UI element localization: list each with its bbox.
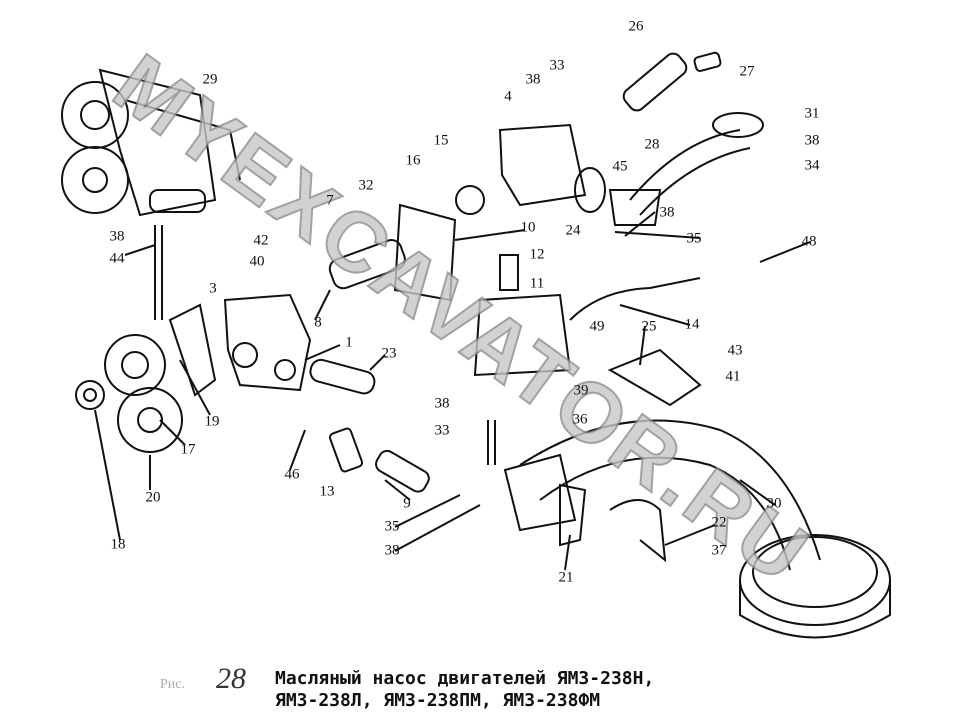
caption-line-2: ЯМЗ-238Л, ЯМЗ-238ПМ, ЯМЗ-238ФМ xyxy=(275,690,601,711)
part-label: 35 xyxy=(384,518,400,535)
part-label: 21 xyxy=(558,569,574,586)
part-label: 41 xyxy=(725,368,741,385)
drive-gears xyxy=(61,68,241,217)
part-label: 45 xyxy=(612,158,628,175)
part-label: 17 xyxy=(180,441,196,458)
part-label: 32 xyxy=(358,177,374,194)
part-label: 38 xyxy=(384,542,400,559)
caption-line-1: Масляный насос двигателей ЯМЗ-238Н, xyxy=(275,668,655,689)
part-label: 8 xyxy=(314,314,322,331)
part-label: 44 xyxy=(109,250,125,267)
part-label: 38 xyxy=(525,71,541,88)
part-label: 28 xyxy=(644,136,660,153)
part-label: 27 xyxy=(739,63,755,80)
part-label: 42 xyxy=(253,232,269,249)
part-label: 23 xyxy=(381,345,397,362)
part-label: 12 xyxy=(529,246,545,263)
part-label: 38 xyxy=(804,132,820,149)
part-label: 14 xyxy=(684,316,700,333)
part-label: 3 xyxy=(209,280,217,297)
part-label: 31 xyxy=(804,105,820,122)
caption-prefix: Рис. xyxy=(160,677,185,692)
part-label: 36 xyxy=(572,411,588,428)
part-label: 10 xyxy=(520,219,536,236)
part-label: 30 xyxy=(766,495,782,512)
figure-number: 28 xyxy=(216,662,246,695)
part-label: 9 xyxy=(403,495,411,512)
part-label: 16 xyxy=(405,152,421,169)
part-label: 46 xyxy=(284,466,300,483)
part-label: 20 xyxy=(145,489,161,506)
part-label: 38 xyxy=(434,395,450,412)
part-label: 7 xyxy=(326,192,334,209)
part-label: 33 xyxy=(549,57,565,74)
part-label: 38 xyxy=(109,228,125,245)
part-label: 49 xyxy=(589,318,605,335)
part-label: 11 xyxy=(529,275,545,292)
part-label: 13 xyxy=(319,483,335,500)
part-label: 15 xyxy=(433,132,449,149)
part-label: 26 xyxy=(628,18,644,35)
part-label: 43 xyxy=(727,342,743,359)
part-label: 35 xyxy=(686,230,702,247)
part-label: 39 xyxy=(573,382,589,399)
part-label: 4 xyxy=(504,88,512,105)
part-label: 29 xyxy=(202,71,218,88)
part-label: 18 xyxy=(110,536,126,553)
part-label: 33 xyxy=(434,422,450,439)
part-label: 22 xyxy=(711,514,727,531)
part-label: 24 xyxy=(565,222,581,239)
part-label: 19 xyxy=(204,413,220,430)
part-label: 25 xyxy=(641,318,657,335)
part-label: 48 xyxy=(801,233,817,250)
part-label: 1 xyxy=(345,334,353,351)
part-label: 38 xyxy=(659,204,675,221)
part-label: 40 xyxy=(249,253,265,270)
part-label: 37 xyxy=(711,542,727,559)
part-label: 34 xyxy=(804,157,820,174)
